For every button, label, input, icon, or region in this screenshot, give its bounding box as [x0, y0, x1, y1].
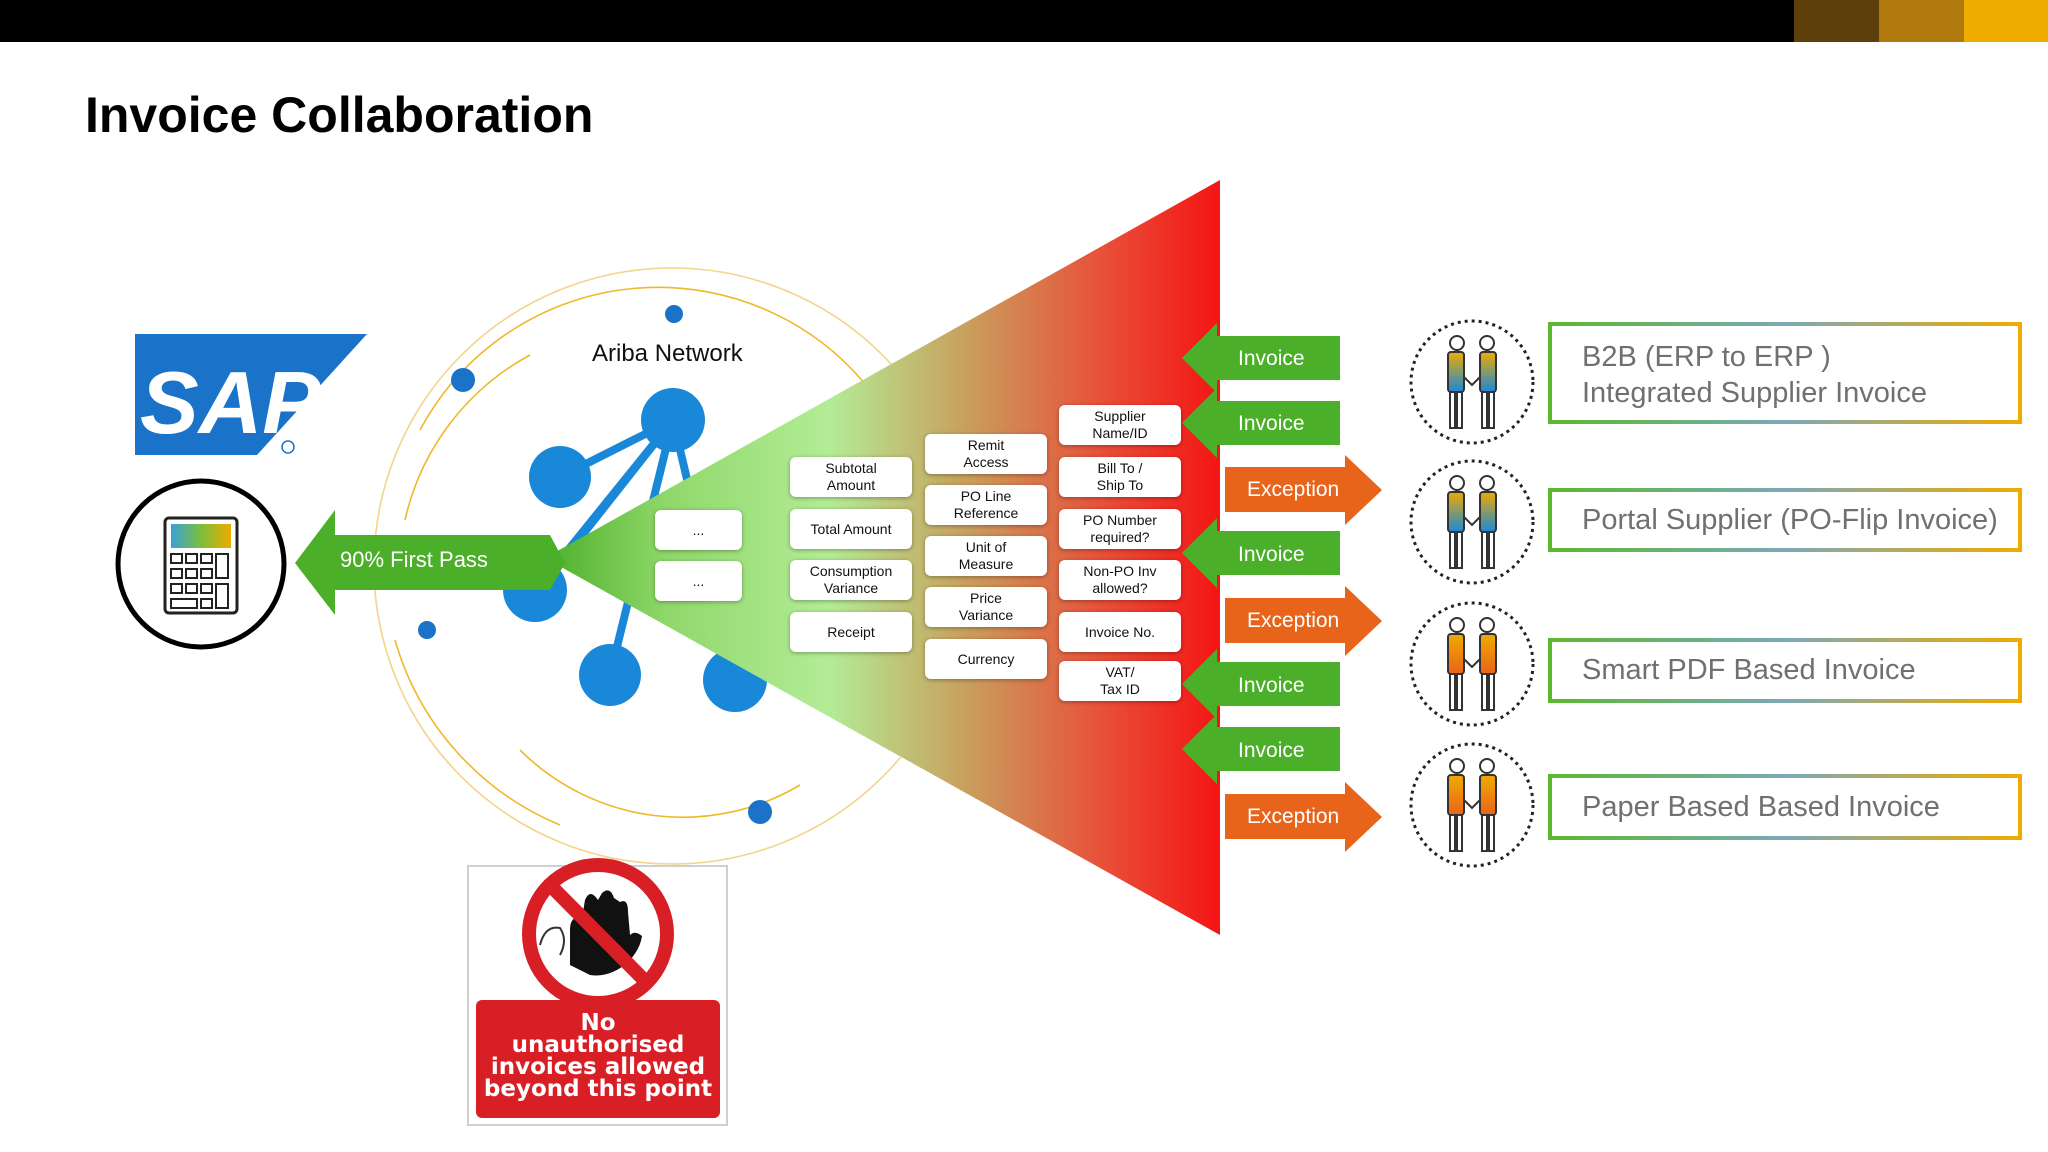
check-box: Price Variance — [925, 587, 1047, 627]
check-box: Remit Access — [925, 434, 1047, 474]
flow-tab-label: Invoice — [1238, 739, 1305, 762]
invoice-type-portal: Portal Supplier (PO-Flip Invoice) — [1548, 491, 2022, 549]
check-box: PO Line Reference — [925, 485, 1047, 525]
flow-tab-label: Invoice — [1238, 543, 1305, 566]
flow-tab-label: Invoice — [1238, 674, 1305, 697]
check-box: Subtotal Amount — [790, 457, 912, 497]
network-label: Ariba Network — [592, 340, 743, 367]
flow-tab-label: Exception — [1247, 478, 1340, 501]
flow-tab-label: Exception — [1247, 609, 1340, 632]
check-box: Total Amount — [790, 509, 912, 549]
check-box: Supplier Name/ID — [1059, 405, 1181, 445]
top-bar — [0, 0, 2048, 42]
check-box: ... — [655, 510, 742, 550]
check-box: Unit of Measure — [925, 536, 1047, 576]
invoice-type-line1: B2B (ERP to ERP ) — [1582, 341, 1831, 373]
flow-tab-label: Invoice — [1238, 347, 1305, 370]
handshake-icon — [1409, 319, 1535, 445]
top-bar-accent-dark — [1794, 0, 1879, 42]
handshake-icon — [1409, 601, 1535, 727]
invoice-type-line1: Portal Supplier (PO-Flip Invoice) — [1582, 504, 1998, 536]
validation-funnel — [545, 180, 1220, 935]
flow-tab-label: Invoice — [1238, 412, 1305, 435]
handshake-icons — [1409, 319, 1535, 868]
sap-logo-text: SAP — [140, 353, 321, 452]
check-box: Consumption Variance — [790, 560, 912, 600]
handshake-icon — [1409, 742, 1535, 868]
check-box: Currency — [925, 639, 1047, 679]
page-title: Invoice Collaboration — [85, 87, 594, 143]
invoice-type-line1: Smart PDF Based Invoice — [1582, 654, 1916, 686]
check-box: VAT/ Tax ID — [1059, 661, 1181, 701]
check-box: Receipt — [790, 612, 912, 652]
check-box: Bill To / Ship To — [1059, 457, 1181, 497]
sign-text: No unauthorised invoices allowed beyond … — [483, 1010, 713, 1102]
check-box: Non-PO Inv allowed? — [1059, 560, 1181, 600]
sap-logo: SAP — [135, 334, 367, 455]
handshake-icon — [1409, 459, 1535, 585]
flow-tab-label: Exception — [1247, 805, 1340, 828]
first-pass-label: 90% First Pass — [340, 547, 488, 572]
check-box: Invoice No. — [1059, 612, 1181, 652]
invoice-type-panel-borders — [1548, 322, 2022, 840]
top-bar-accent-gold — [1964, 0, 2048, 42]
no-entry-hand-icon — [522, 858, 674, 1010]
first-pass-arrow — [295, 510, 565, 615]
invoice-type-line2: Integrated Supplier Invoice — [1582, 377, 1927, 409]
invoice-type-line1: Paper Based Based Invoice — [1582, 791, 1940, 823]
calculator-icon — [115, 478, 287, 650]
top-bar-accent-mid — [1879, 0, 1964, 42]
invoice-type-smart-pdf: Smart PDF Based Invoice — [1548, 641, 2022, 699]
no-entry-sign — [467, 858, 728, 1126]
invoice-type-b2b: B2B (ERP to ERP ) Integrated Supplier In… — [1548, 338, 2022, 412]
network-ring-dots — [418, 305, 772, 824]
invoice-type-paper: Paper Based Based Invoice — [1548, 778, 2022, 836]
check-box: ... — [655, 561, 742, 601]
flow-arrows — [1182, 323, 1382, 852]
check-box: PO Number required? — [1059, 509, 1181, 549]
